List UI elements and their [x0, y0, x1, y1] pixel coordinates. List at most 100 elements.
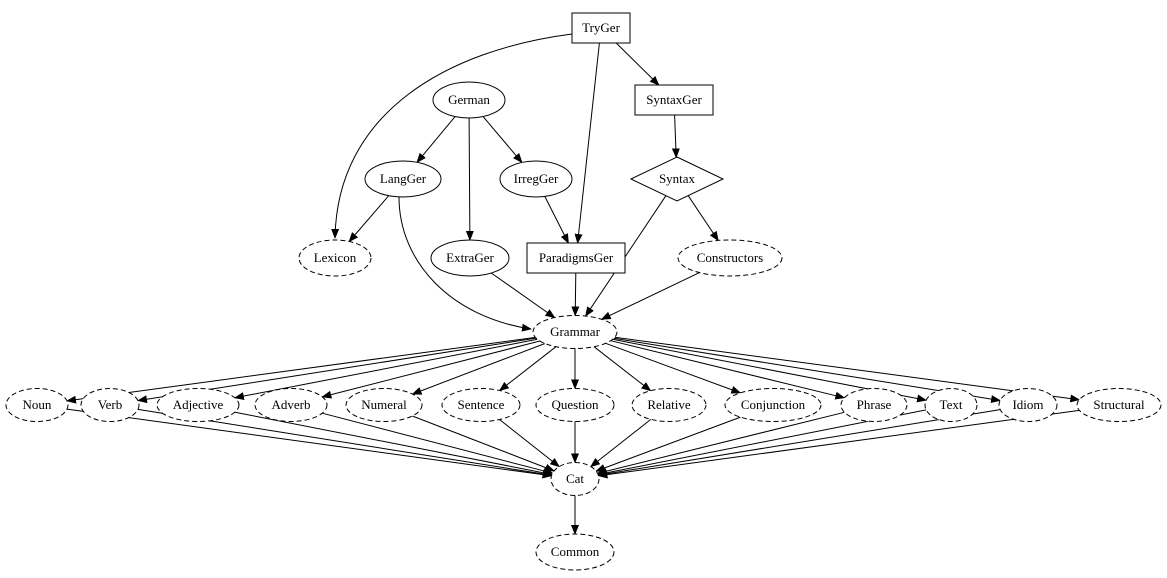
node-label: German [448, 92, 490, 107]
node-paradigmsger: ParadigmsGer [526, 242, 626, 274]
node-label: Common [551, 544, 600, 559]
edge-langger-lexicon [348, 195, 390, 243]
ellipse-shape [535, 388, 615, 422]
ellipse-shape [254, 388, 328, 422]
ellipse-shape [430, 239, 510, 277]
node-label: Phrase [857, 397, 892, 412]
ellipse-shape [5, 388, 69, 422]
node-german: German [432, 81, 506, 119]
ellipse-shape [532, 315, 618, 349]
node-irregger: IrregGer [499, 160, 573, 198]
ellipse-shape [550, 462, 600, 496]
edge-relative-cat [590, 419, 652, 468]
edge-grammar-phrase [610, 340, 846, 400]
node-phrase: Phrase [840, 388, 908, 422]
node-label: Text [940, 397, 963, 412]
node-label: SyntaxGer [646, 92, 702, 107]
node-langger: LangGer [364, 160, 442, 198]
box-shape [634, 84, 714, 116]
node-tryger: TryGer [571, 12, 631, 44]
edge-paradigmsger-grammar [571, 272, 580, 317]
edge-grammar-sentence [498, 346, 557, 392]
node-verb: Verb [80, 388, 140, 422]
node-label: Sentence [458, 397, 505, 412]
edge-phrase-cat [596, 411, 845, 476]
node-sentence: Sentence [441, 388, 521, 422]
diamond-shape [629, 156, 725, 202]
ellipse-shape [156, 388, 240, 422]
node-label: Structural [1093, 397, 1145, 412]
ellipse-shape [535, 533, 615, 571]
node-adjective: Adjective [156, 388, 240, 422]
node-label: LangGer [380, 171, 427, 186]
edge-tryger-lexicon [331, 33, 573, 239]
edge-syntax-grammar [585, 195, 667, 317]
edges-layer [66, 33, 1081, 535]
ellipse-shape [364, 160, 442, 198]
ellipse-shape [345, 388, 423, 422]
edge-german-langger [416, 116, 456, 164]
node-label: Adjective [173, 397, 224, 412]
ellipse-shape [631, 388, 707, 422]
ellipse-shape [1076, 388, 1162, 422]
edge-structural-cat [597, 409, 1080, 479]
node-label: Numeral [361, 397, 407, 412]
edge-grammar-adjective [233, 338, 538, 401]
ellipse-shape [441, 388, 521, 422]
edge-constructors-grammar [600, 272, 700, 320]
ellipse-shape [499, 160, 573, 198]
node-label: ExtraGer [446, 250, 494, 265]
box-shape [526, 242, 626, 274]
node-label: Adverb [272, 397, 311, 412]
edge-tryger-paradigmsger [574, 42, 600, 244]
edge-extrager-grammar [491, 272, 556, 319]
node-grammar: Grammar [532, 315, 618, 349]
edge-sentence-cat [499, 419, 560, 468]
node-syntax: Syntax [629, 156, 725, 202]
edge-grammar-adverb [321, 340, 541, 399]
node-label: Noun [23, 397, 52, 412]
node-label: Cat [566, 471, 584, 486]
edge-noun-cat [66, 408, 553, 479]
node-label: Syntax [659, 171, 696, 186]
ellipse-shape [840, 388, 908, 422]
node-label: TryGer [582, 20, 620, 35]
edge-tryger-syntaxger [615, 42, 660, 86]
box-shape [571, 12, 631, 44]
edge-grammar-relative [593, 346, 652, 392]
node-label: IrregGer [514, 171, 559, 186]
node-common: Common [535, 533, 615, 571]
edge-grammar-numeral [411, 343, 546, 395]
node-numeral: Numeral [345, 388, 423, 422]
node-noun: Noun [5, 388, 69, 422]
node-relative: Relative [631, 388, 707, 422]
edge-numeral-cat [412, 415, 556, 472]
edge-idiom-cat [597, 409, 1001, 478]
node-label: Relative [647, 397, 691, 412]
ellipse-shape [998, 388, 1058, 422]
node-cat: Cat [550, 462, 600, 496]
edge-langger-grammar [398, 196, 532, 332]
ellipse-shape [80, 388, 140, 422]
ellipse-shape [432, 81, 506, 119]
node-syntaxger: SyntaxGer [634, 84, 714, 116]
edge-conjunction-cat [595, 416, 741, 472]
node-label: ParadigmsGer [539, 250, 614, 265]
node-extrager: ExtraGer [430, 239, 510, 277]
node-adverb: Adverb [254, 388, 328, 422]
edge-grammar-noun [66, 336, 536, 404]
node-text: Text [924, 388, 978, 422]
ellipse-shape [677, 239, 783, 277]
node-label: Verb [98, 397, 123, 412]
node-label: Lexicon [314, 250, 357, 265]
ellipse-shape [298, 239, 372, 277]
node-label: Idiom [1012, 397, 1043, 412]
node-label: Question [552, 397, 599, 412]
edge-syntax-constructors [687, 195, 719, 242]
ellipse-shape [924, 388, 978, 422]
edge-grammar-structural [614, 336, 1081, 403]
node-label: Grammar [550, 324, 600, 339]
